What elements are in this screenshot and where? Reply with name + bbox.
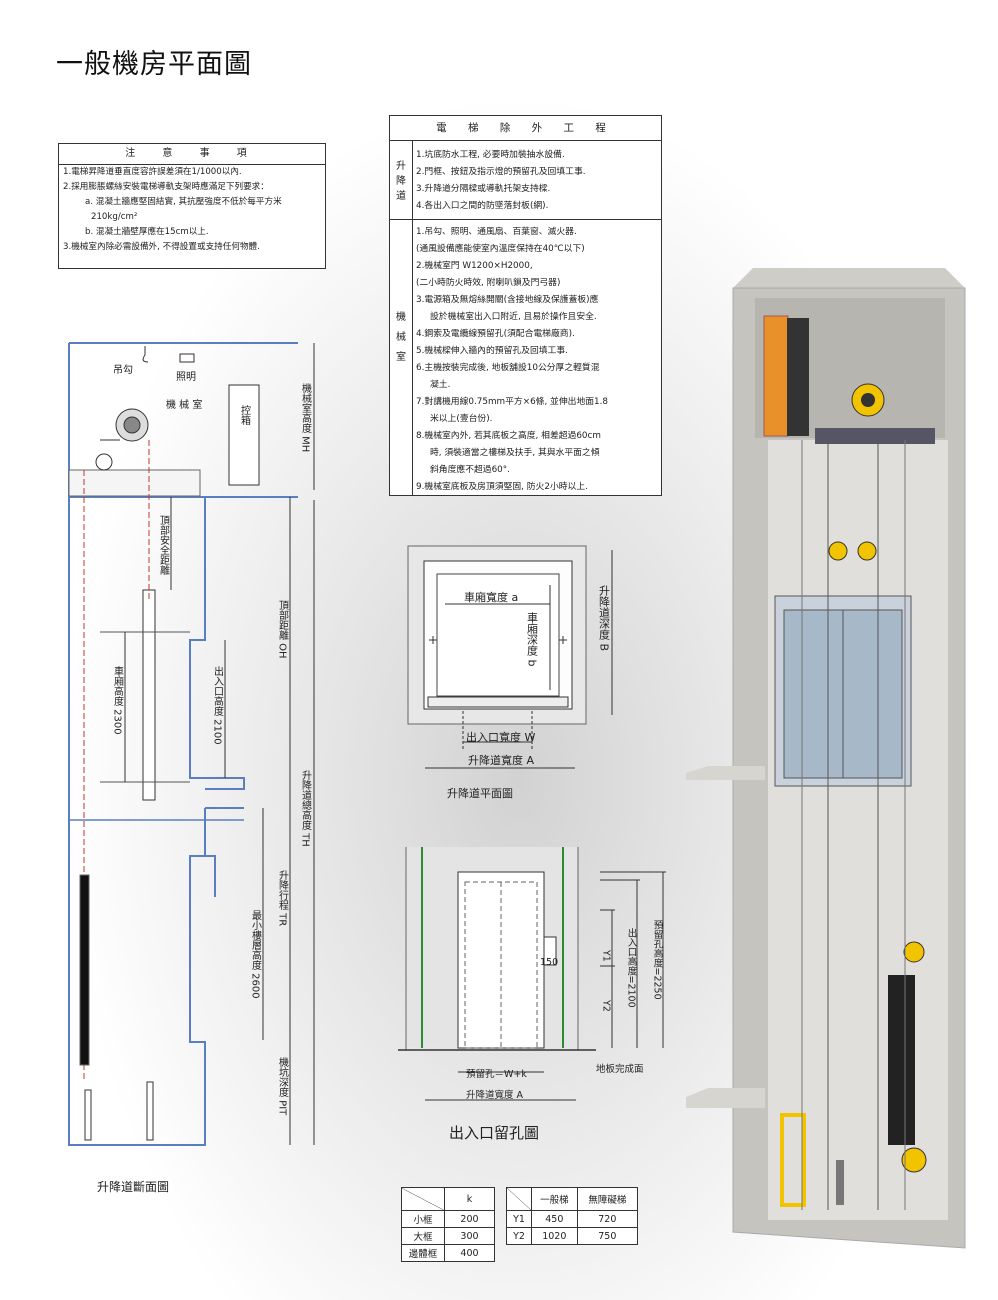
exclusions-box: 電 梯 除 外 工 程 升 降 道 1.坑底防水工程, 必要時加裝抽水設備. 2…	[389, 115, 662, 496]
section-caption: 升降道斷面圖	[97, 1180, 169, 1194]
oh-label: 頂部距離 OH	[277, 600, 289, 659]
hoistway-line: 1.坑底防水工程, 必要時加裝抽水設備.	[416, 150, 565, 160]
notes-line: a. 混凝土牆應堅固結實, 其抗壓強度不低於每平方米	[85, 197, 282, 207]
y2-label: Y2	[601, 999, 612, 1012]
tr-label: 升降行程 TR	[277, 870, 289, 926]
min-floor-label: 最小樓層高度 2600	[250, 910, 262, 999]
opening-caption: 出入口留孔圖	[449, 1124, 539, 1142]
k-row-label: 大框	[401, 1227, 445, 1245]
machine-line: 8.機械室內外, 若其底板之高度, 相差超過60cm	[416, 431, 601, 441]
hoistway-plan-drawing	[407, 545, 613, 769]
machine-line: 2.機械室門 W1200×H2000,	[416, 261, 533, 271]
opening-w-label: 預留孔＝W+k	[466, 1068, 527, 1080]
hoistway-label: 升 降 道	[390, 141, 413, 219]
machine-line: 1.吊勾、照明、通風扇、百葉窗、滅火器.	[416, 227, 577, 237]
pit-label: 機坑深度 PIT	[277, 1056, 289, 1116]
hoistway-label-char: 升	[396, 161, 406, 172]
machine-label-char: 機	[396, 312, 406, 323]
notes-line: b. 混凝土牆壁厚應在15cm以上.	[85, 227, 209, 237]
exclusions-header: 電 梯 除 外 工 程	[390, 116, 661, 141]
y-row-label: Y2	[506, 1227, 532, 1245]
machine-line: 5.機械樑伸入牆內的預留孔及回填工事.	[416, 346, 568, 356]
entrance-height-label: 出入口高度 2100	[212, 665, 224, 745]
lighting-label: 照明	[176, 371, 196, 383]
shaft-depth-label: 升降道深度 B	[598, 585, 611, 651]
machine-line: (二小時防火時效, 附喇叭鎖及門弓器)	[416, 278, 561, 288]
machine-line: 米以上(壹台份).	[430, 414, 493, 424]
car-depth-label: 車廂深度 b	[526, 611, 539, 667]
notes-header: 注 意 事 項	[59, 144, 325, 165]
hoistway-line: 4.各出入口之間的防墜落封板(網).	[416, 201, 549, 211]
entrance-h-label: 出入口高度=2100	[626, 927, 638, 1007]
opening-h-label: 預留孔高度=2250	[652, 920, 664, 1000]
y-row-value: 720	[576, 1210, 639, 1228]
k-row-value: 300	[444, 1227, 495, 1245]
hoistway-line: 3.升降道分隔樑或導軌托架支持樑.	[416, 184, 551, 194]
machine-line: 3.電源箱及無熔絲開關(含接地線及保護蓋板)應	[416, 295, 599, 305]
machine-line: 9.機械室底板及房頂須堅固, 防火2小時以上.	[416, 482, 588, 492]
machine-label-char: 械	[396, 332, 406, 343]
y-row-value: 1020	[531, 1227, 578, 1245]
k-row-label: 小框	[401, 1210, 445, 1228]
machine-line: (通風設備應能使室內溫度保持在40℃以下)	[416, 244, 585, 254]
machine-room-label: 機 械 室	[166, 398, 202, 411]
opening-shaft-w-label: 升降道寬度 A	[466, 1089, 524, 1101]
machine-line: 凝土.	[430, 380, 451, 390]
k-row-value: 200	[444, 1210, 495, 1228]
hoistway-section: 升 降 道 1.坑底防水工程, 必要時加裝抽水設備. 2.門框、按鈕及指示燈的預…	[390, 141, 661, 220]
plan-caption: 升降道平面圖	[447, 786, 513, 800]
floor-finish-label: 地板完成面	[596, 1063, 644, 1075]
k-row-label: 邊體框	[401, 1244, 445, 1262]
page-title: 一般機房平面圖	[56, 49, 252, 80]
notes-line: 1.電梯昇降道垂直度容許誤差須在1/1000以內.	[63, 167, 242, 177]
notes-line: 210kg/cm²	[91, 212, 138, 222]
k-row-value: 400	[444, 1244, 495, 1262]
machine-line: 6.主機按裝完成後, 地板舖設10公分厚之輕質混	[416, 363, 600, 373]
notes-line: 3.機械室內除必需設備外, 不得設置或支持任何物體.	[63, 242, 260, 252]
k-table-header: k	[444, 1187, 495, 1211]
entrance-width-label: 出入口寬度 W	[466, 730, 535, 744]
machine-room-section: 機 械 室 1.吊勾、照明、通風扇、百葉窗、滅火器. (通風設備應能使室內溫度保…	[390, 220, 661, 495]
machine-line: 設於機械室出入口附近, 且易於操作且安全.	[430, 312, 597, 322]
car-width-label: 車廂寬度 a	[464, 590, 518, 604]
machine-line: 時, 須裝適當之樓梯及扶手, 其與水平面之傾	[430, 448, 600, 458]
y1-label: Y1	[601, 949, 612, 962]
hoistway-label-char: 道	[396, 191, 406, 202]
dim-150: 150	[540, 957, 558, 968]
y-row-label: Y1	[506, 1210, 532, 1228]
hook-label: 吊勾	[113, 363, 133, 376]
hoistway-label-char: 降	[396, 176, 406, 187]
y-row-value: 750	[576, 1227, 639, 1245]
machine-line: 斜角度應不超過60°.	[430, 465, 510, 475]
machine-room-label: 機 械 室	[390, 220, 413, 495]
y-table-corner	[506, 1187, 532, 1211]
y-table-header: 一般梯	[531, 1187, 578, 1211]
hoistway-section-drawing	[68, 342, 315, 1146]
notes-line: 2.採用膨脹螺絲安裝電梯導軌支架時應滿足下列要求：	[63, 182, 269, 192]
hoistway-line: 2.門框、按鈕及指示燈的預留孔及回填工事.	[416, 167, 586, 177]
machine-line: 7.對講機用線0.75mm平方×6條, 並伸出地面1.8	[416, 397, 609, 407]
machine-line: 4.鋼索及電纜線預留孔(須配合電梯廠商).	[416, 329, 575, 339]
machine-label-char: 室	[396, 352, 406, 363]
shaft-width-label: 升降道寬度 A	[468, 753, 534, 767]
notes-box: 注 意 事 項 1.電梯昇降道垂直度容許誤差須在1/1000以內. 2.採用膨脹…	[58, 143, 326, 269]
elevator-3d-illustration	[686, 268, 966, 1249]
top-safety-label: 頂部安全距離	[158, 515, 170, 576]
th-label: 升降道總高度 TH	[300, 770, 312, 847]
entrance-opening-drawing	[398, 847, 666, 1101]
car-height-label: 車廂高度 2300	[112, 665, 124, 735]
k-table-corner	[401, 1187, 445, 1211]
y-row-value: 450	[531, 1210, 578, 1228]
mh-label: 機械室高度 MH	[300, 382, 312, 453]
y-table-header: 無障礙梯	[576, 1187, 639, 1211]
control-box-label: 控箱	[239, 404, 251, 426]
